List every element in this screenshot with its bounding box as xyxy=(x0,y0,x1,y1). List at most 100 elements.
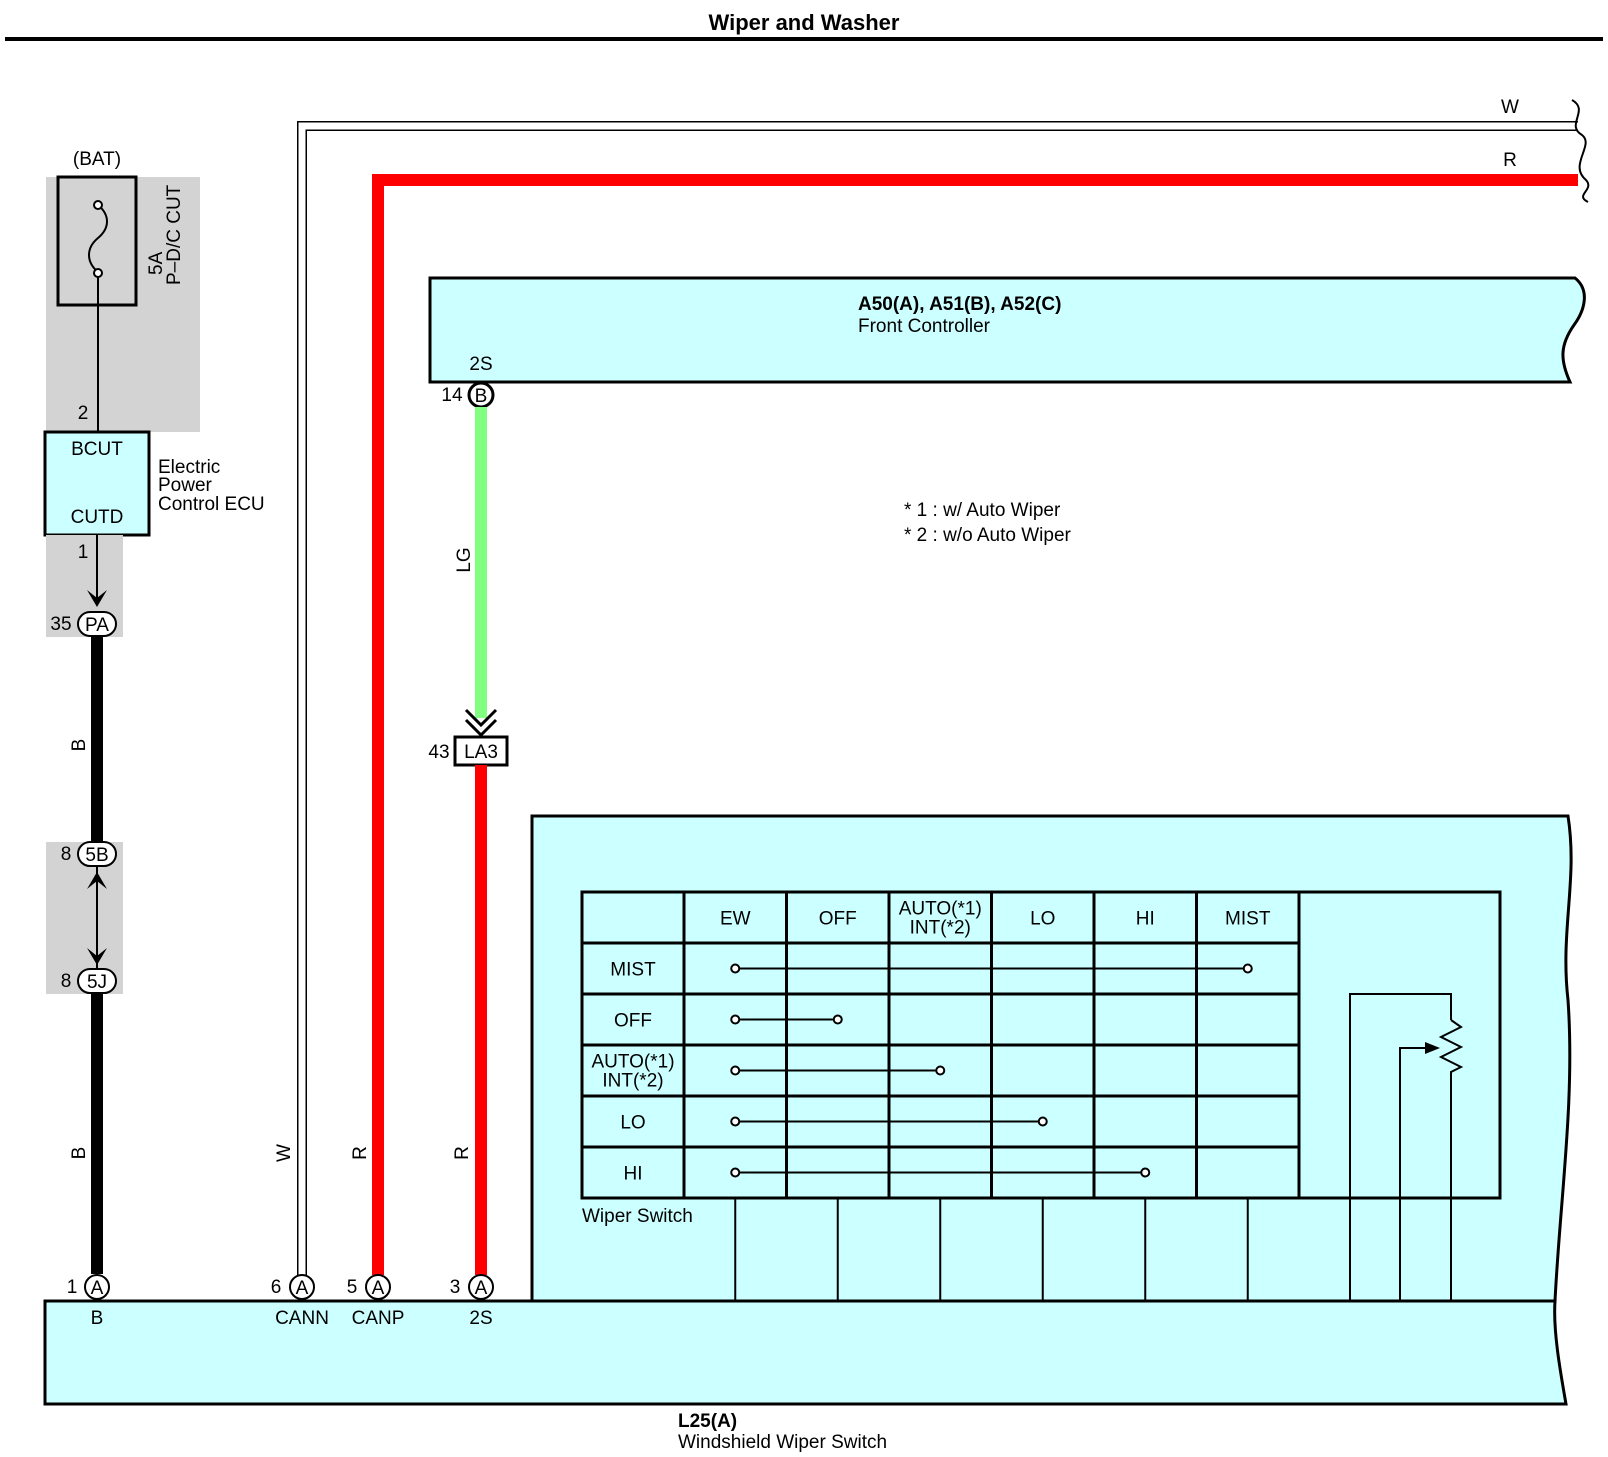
pa-connector-id: PA xyxy=(85,615,109,636)
c5j-connector-id: 5J xyxy=(87,972,107,993)
note-no-auto-wiper: * 2 : w/o Auto Wiper xyxy=(904,525,1072,546)
switch-contact-dot xyxy=(1242,963,1253,974)
pin-cann-circle xyxy=(289,1274,315,1300)
pin-canp-circle xyxy=(365,1274,391,1300)
fuse-terminal-top xyxy=(93,200,103,210)
wire-w-cann-label: W xyxy=(274,1144,295,1162)
switch-box-connector: L25(A) xyxy=(678,1411,737,1432)
rheostat-wire-outer xyxy=(1349,993,1452,1302)
c5b-connector-id: 5B xyxy=(85,845,108,866)
wire-r-canp-label: R xyxy=(350,1146,371,1160)
fuse-rating: 5A xyxy=(146,251,167,275)
pa-connector-num: 35 xyxy=(50,614,71,635)
ecu-name-line2: Power xyxy=(158,475,213,496)
switch-col-header: LO xyxy=(1030,909,1055,930)
la3-arrow-icon xyxy=(464,708,498,738)
wire-r-lower-label: R xyxy=(452,1146,473,1160)
rheostat-arrow-icon xyxy=(1425,1042,1440,1054)
switch-col-header: MIST xyxy=(1225,909,1271,930)
rheostat-wiper-wire xyxy=(1399,1047,1436,1302)
wire-break-icon xyxy=(1571,99,1590,203)
wire-r-canp xyxy=(372,174,1578,1275)
pin-b: A 1 B xyxy=(67,1274,110,1329)
pin-cann: A 6 CANN xyxy=(271,1274,329,1329)
switch-contact-dot xyxy=(730,963,741,974)
switch-col-header: OFF xyxy=(819,909,857,930)
ecu-name-line1: Electric xyxy=(158,457,220,478)
switch-connector-box xyxy=(43,1299,1568,1406)
switch-col-header: AUTO(*1)INT(*2) xyxy=(899,899,982,939)
switch-row-label: HI xyxy=(624,1164,643,1185)
junction-shade xyxy=(46,842,123,994)
pin-cann-id: A xyxy=(296,1278,309,1299)
front-controller-name: Front Controller xyxy=(858,316,991,337)
pin-cann-num: 6 xyxy=(271,1277,282,1298)
switch-contact-dot xyxy=(730,1065,741,1076)
ecu-pin-cutd-num: 1 xyxy=(78,542,89,563)
page-title: Wiper and Washer xyxy=(709,10,900,35)
pin-b-num: 1 xyxy=(67,1277,78,1298)
ecu-name-line3: Control ECU xyxy=(158,494,265,515)
wire-r-top-label: R xyxy=(1503,150,1517,171)
la3-connector xyxy=(453,735,509,767)
switch-col-header: EW xyxy=(720,909,751,930)
pin-canp-num: 5 xyxy=(347,1277,358,1298)
pin-b-circle xyxy=(84,1274,110,1300)
switch-box-name: Windshield Wiper Switch xyxy=(678,1432,887,1453)
c5b-connector-num: 8 xyxy=(61,844,72,865)
fuse-icon xyxy=(88,204,108,273)
front-controller-box xyxy=(428,276,1586,384)
intermittent-rheostat xyxy=(1349,993,1464,1302)
c5j-connector-num: 8 xyxy=(61,971,72,992)
pa-arrow-icon xyxy=(87,590,107,607)
front-controller-pin-label: 2S xyxy=(469,354,492,375)
wiper-switch-caption: Wiper Switch xyxy=(582,1206,693,1227)
switch-contact-dot xyxy=(730,1167,741,1178)
switch-row-label: LO xyxy=(620,1113,645,1134)
b14-connector-num: 14 xyxy=(441,385,463,406)
pin-2s-circle xyxy=(468,1274,494,1300)
wire-lg-label: LG xyxy=(454,547,475,572)
wiper-switch-table: EW OFF AUTO(*1)INT(*2) LO HI MIST MIST OFF AUTO(… xyxy=(580,890,1502,1302)
pin-2s-label: 2S xyxy=(469,1308,492,1329)
la3-connector-id: LA3 xyxy=(464,742,498,763)
switch-contact-dot xyxy=(935,1065,946,1076)
wire-w-top-label: W xyxy=(1501,97,1519,118)
ecu-box xyxy=(43,430,151,537)
wiper-switch-box xyxy=(530,814,1573,1303)
note-auto-wiper: * 1 : w/ Auto Wiper xyxy=(904,500,1061,521)
rheostat-resistor-icon xyxy=(1438,1019,1464,1302)
wire-b-upper-label: B xyxy=(69,739,90,752)
pin-cann-label: CANN xyxy=(275,1308,329,1329)
switch-row-label: MIST xyxy=(610,960,656,981)
pin-2s: A 3 2S xyxy=(450,1274,494,1329)
pin-b-id: A xyxy=(91,1278,104,1299)
pin-2s-id: A xyxy=(475,1278,488,1299)
c5j-arrow-icon xyxy=(87,948,107,965)
fuse-supply-label: (BAT) xyxy=(73,149,121,170)
la3-connector-num: 43 xyxy=(428,742,449,763)
pin-canp-label: CANP xyxy=(352,1308,405,1329)
b14-connector-id: B xyxy=(475,386,488,407)
fuse-terminal-bottom xyxy=(93,268,103,278)
wire-w-cann-core xyxy=(298,122,1578,1275)
switch-col-header: HI xyxy=(1136,909,1155,930)
pin-canp: A 5 CANP xyxy=(347,1274,405,1329)
pin-2s-num: 3 xyxy=(450,1277,461,1298)
switch-row-label: OFF xyxy=(614,1011,652,1032)
fuse-pin-out: 2 xyxy=(78,403,89,424)
pin-b-label: B xyxy=(91,1308,104,1329)
ecu-pin-bcut: BCUT xyxy=(71,439,123,460)
switch-contact-dot xyxy=(730,1116,741,1127)
switch-contact-dot xyxy=(730,1014,741,1025)
pin-canp-id: A xyxy=(372,1278,385,1299)
switch-row-label: AUTO(*1)INT(*2) xyxy=(591,1052,674,1092)
switch-contact-dot xyxy=(832,1014,843,1025)
front-controller-connector: A50(A), A51(B), A52(C) xyxy=(858,294,1061,315)
switch-contact-dot xyxy=(1140,1167,1151,1178)
fuse-name: P–D/C CUT xyxy=(164,184,185,285)
wire-b-lower-label: B xyxy=(69,1147,90,1160)
ecu-pin-cutd: CUTD xyxy=(71,507,124,528)
switch-contact-dot xyxy=(1037,1116,1048,1127)
